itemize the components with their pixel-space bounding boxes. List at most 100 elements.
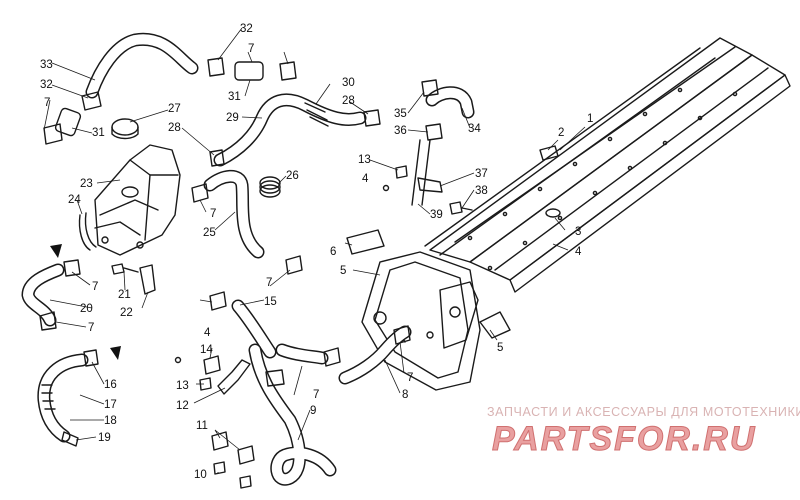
callout-30: 30 (342, 77, 355, 89)
bracket-12 (217, 359, 251, 395)
clamp-32-left (81, 91, 102, 111)
direction-arrow-left (50, 244, 62, 258)
tunnel-heat-exchanger (424, 37, 791, 293)
clamp-7-9 (323, 347, 341, 367)
callout-38: 38 (475, 185, 488, 197)
callout-13: 13 (358, 154, 371, 166)
callout-6: 6 (330, 246, 336, 258)
callout-14: 14 (200, 344, 213, 356)
sleeve-31-top (234, 61, 264, 81)
callout-3: 3 (575, 226, 581, 238)
callout-34: 34 (468, 123, 481, 135)
callout-22: 22 (120, 307, 133, 319)
clamp-7-25 (191, 183, 209, 203)
clamp-7-20b (39, 311, 57, 331)
decal-2 (539, 145, 559, 161)
callout-35: 35 (394, 108, 407, 120)
clamp-28-right (363, 109, 381, 127)
clamp-11a (211, 431, 229, 451)
sleeve-31-left (54, 107, 82, 137)
hose-17 (37, 353, 89, 443)
callout-2: 2 (558, 127, 564, 139)
hose-15 (231, 299, 277, 359)
hose-9 (248, 343, 337, 486)
clamp-35 (421, 79, 439, 97)
callout-31: 31 (92, 127, 105, 139)
leader-lines (43, 27, 586, 474)
callout-12: 12 (176, 400, 189, 412)
clamp-7-8 (393, 325, 411, 345)
callout-7: 7 (248, 43, 254, 55)
callout-28: 28 (168, 122, 181, 134)
hose-side-9 (275, 343, 329, 365)
callout-7: 7 (210, 208, 216, 220)
callout-29: 29 (226, 112, 239, 124)
callout-16: 16 (104, 379, 117, 391)
clamp-7-20a (63, 259, 81, 277)
callout-26: 26 (286, 170, 299, 182)
callout-32: 32 (40, 79, 53, 91)
callout-37: 37 (475, 168, 488, 180)
bracket-22 (139, 264, 156, 295)
clamp-11b (237, 445, 255, 465)
reservoir-cap-27 (111, 118, 139, 140)
hose-8 (338, 325, 412, 385)
callout-17: 17 (104, 399, 117, 411)
callout-13: 13 (176, 380, 189, 392)
callout-7: 7 (266, 277, 272, 289)
bolt-21 (111, 263, 139, 275)
direction-arrow-lower (110, 346, 121, 360)
hose-20 (21, 263, 65, 327)
decal-5 (479, 311, 511, 339)
spring-clamp-26 (259, 176, 281, 198)
bolt-10b (239, 475, 252, 489)
bracket-37 (417, 177, 443, 193)
bolt-10a (213, 461, 226, 475)
callout-15: 15 (264, 296, 277, 308)
clamp-7-15 (209, 291, 227, 311)
pipe-39 (411, 139, 431, 206)
clamp-36 (425, 123, 443, 141)
callout-11: 11 (196, 420, 208, 432)
coolant-reservoir (94, 144, 181, 256)
callout-18: 18 (104, 415, 117, 427)
callout-19: 19 (98, 432, 111, 444)
callout-9: 9 (310, 405, 316, 417)
fitting-13-top (395, 165, 408, 179)
callout-20: 20 (80, 303, 93, 315)
sensor-3 (545, 208, 561, 218)
clamp-32-top (207, 57, 225, 77)
callout-7: 7 (44, 97, 50, 109)
callout-8: 8 (402, 389, 408, 401)
clamp-mid (265, 369, 285, 387)
callout-33: 33 (40, 59, 53, 71)
watermark-tagline: ЗАПЧАСТИ И АКСЕССУАРЫ ДЛЯ МОТОТЕХНИКИ (487, 405, 800, 419)
hose-24 (78, 212, 97, 251)
callout-4: 4 (575, 246, 582, 258)
callout-27: 27 (168, 103, 181, 115)
hose-25 (203, 169, 265, 259)
fitting-13-low (199, 377, 212, 391)
clamp-7-left (43, 123, 63, 145)
fitting-16 (83, 349, 99, 367)
callout-5: 5 (340, 265, 346, 277)
screw-4-low (174, 356, 182, 364)
screw-4-top (382, 184, 390, 192)
bolt-38 (449, 201, 473, 215)
hose-34 (425, 86, 475, 119)
callout-7: 7 (88, 322, 94, 334)
callout-25: 25 (203, 227, 216, 239)
decal-6 (346, 229, 385, 255)
fitting-19 (61, 431, 79, 447)
callout-23: 23 (80, 178, 93, 190)
hose-33 (85, 32, 199, 99)
fitting-14 (203, 355, 221, 375)
callout-5: 5 (497, 342, 503, 354)
callout-32: 32 (240, 23, 253, 35)
callout-4: 4 (362, 173, 369, 185)
clamp-7-upper (285, 255, 303, 275)
callout-1: 1 (587, 113, 593, 125)
callout-7: 7 (313, 389, 319, 401)
